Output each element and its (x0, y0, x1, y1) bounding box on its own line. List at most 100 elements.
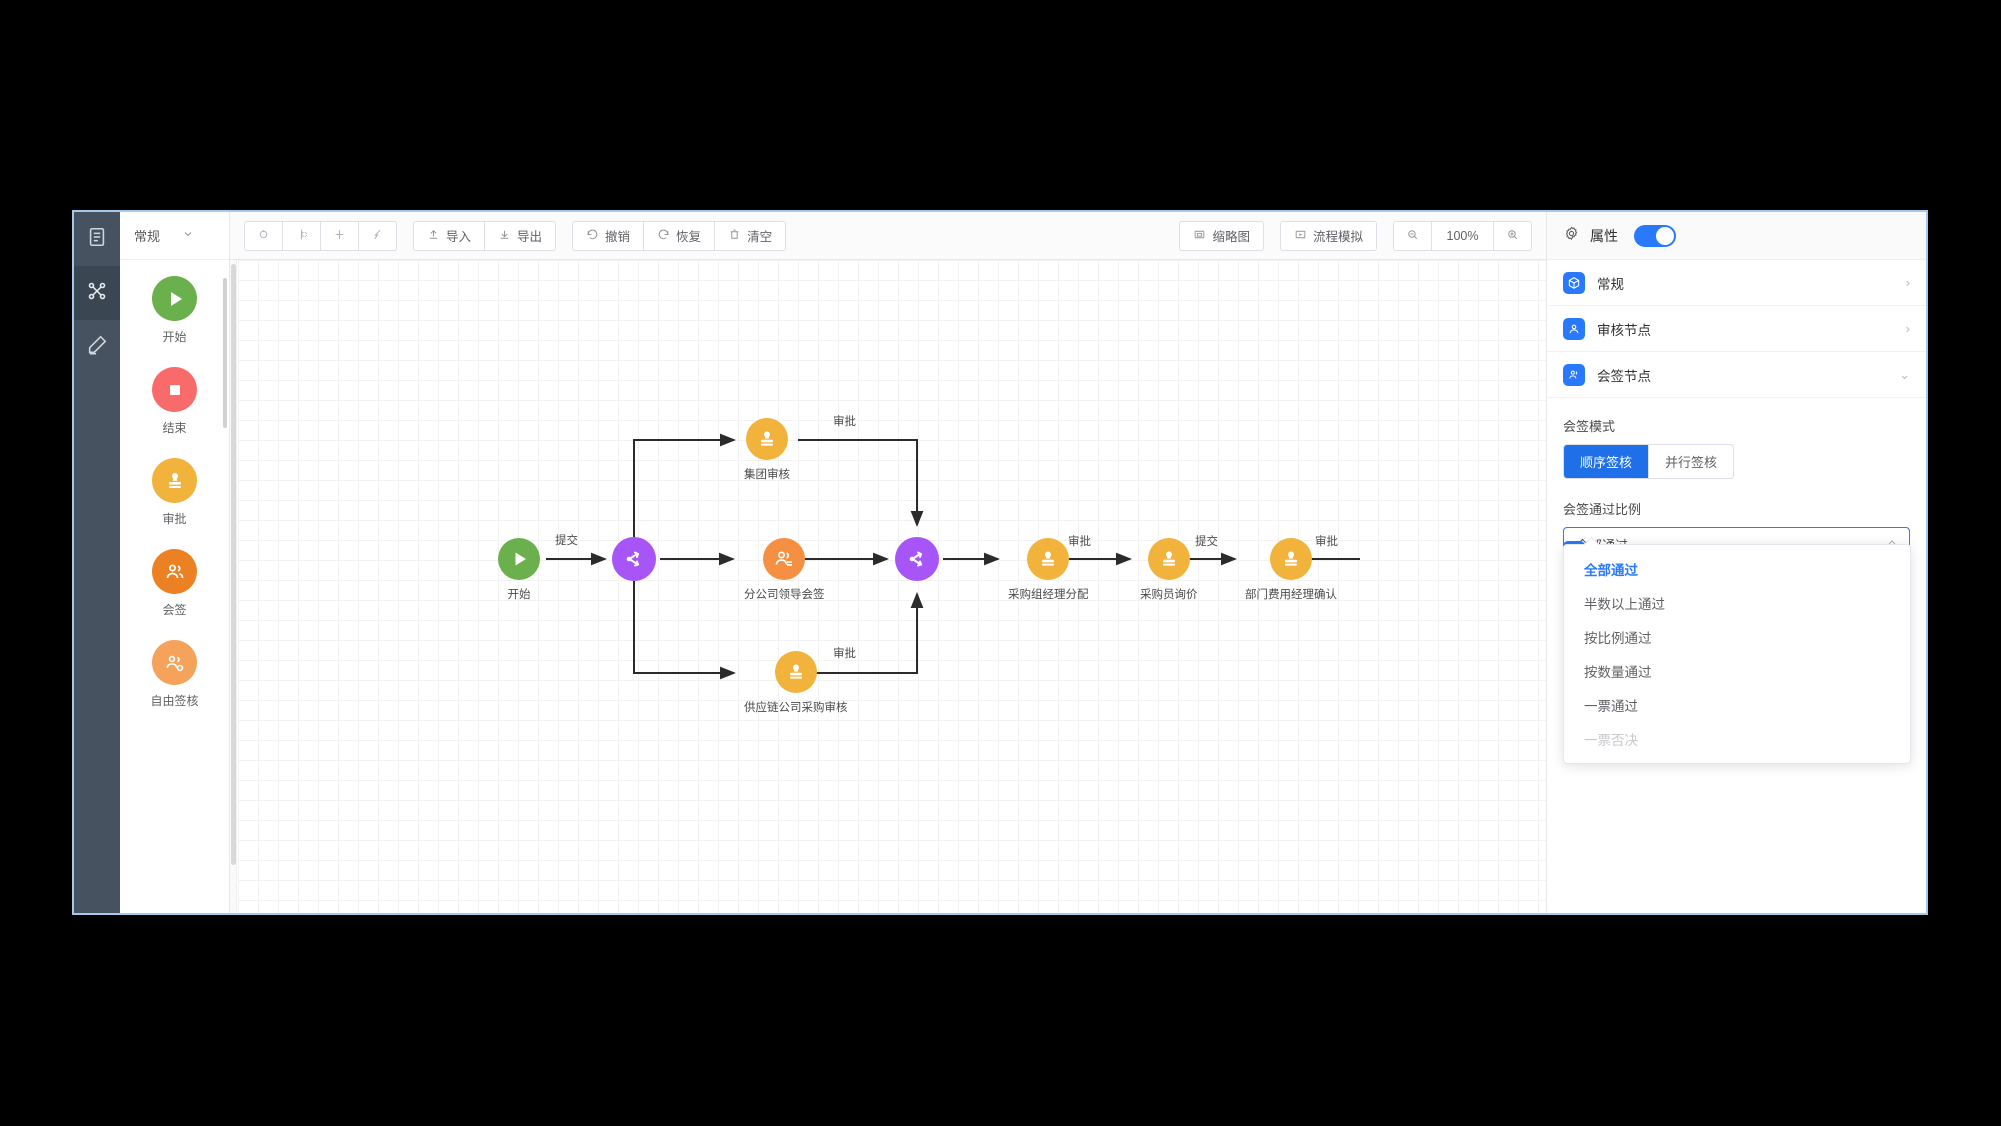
mode-parallel-button[interactable]: 并行签核 (1649, 445, 1734, 478)
edge-label: 审批 (833, 648, 856, 660)
ratio-option-count[interactable]: 按数量通过 (1584, 665, 1652, 680)
palette-scrollbar[interactable] (223, 278, 227, 428)
center-icon (333, 228, 346, 244)
toolbar-group-thumbnail: 缩略图 (1179, 220, 1264, 251)
undo-button[interactable]: 撤销 (573, 221, 645, 250)
import-button[interactable]: 导入 (414, 221, 486, 250)
rail-item-flow[interactable] (74, 266, 120, 320)
flow-node-dept-expense-manager[interactable]: 部门费用经理确认 (1245, 538, 1337, 602)
auto-layout-button[interactable] (359, 221, 396, 250)
properties-row-label: 审核节点 (1597, 322, 1651, 338)
edge-label: 审批 (1068, 536, 1091, 548)
palette-item-label: 开始 (162, 330, 187, 344)
flow-canvas[interactable]: 开始 (230, 260, 1546, 913)
palette-item-countersign[interactable]: 会签 (120, 549, 229, 618)
center-tool-button[interactable] (321, 221, 359, 250)
toolbar: 导入 导出 撤销 (230, 212, 1546, 260)
edge-label: 提交 (1195, 536, 1218, 548)
flow-node-group-review[interactable]: 集团审核 (744, 418, 790, 482)
pen-icon (86, 334, 108, 361)
clear-label: 清空 (747, 230, 773, 244)
palette-item-start[interactable]: 开始 (120, 276, 229, 345)
properties-row-review-node[interactable]: 审核节点 › (1547, 306, 1926, 352)
palette-item-label: 会签 (162, 603, 187, 617)
stamp-icon (774, 651, 817, 693)
chevron-right-icon: › (1905, 321, 1910, 336)
ratio-option-all[interactable]: 全部通过 (1584, 563, 1638, 578)
trash-icon (728, 228, 741, 244)
edge-label: 审批 (1315, 536, 1338, 548)
palette-group-toggle[interactable]: 常规 (120, 212, 229, 260)
rail-item-pen[interactable] (74, 320, 120, 374)
properties-row-label: 常规 (1597, 276, 1624, 292)
ratio-option-percentage[interactable]: 按比例通过 (1584, 631, 1652, 646)
mode-sequential-button[interactable]: 顺序签核 (1564, 445, 1650, 478)
gear-icon (1563, 225, 1580, 247)
canvas-vertical-scrollbar[interactable] (230, 260, 237, 913)
editor-center: 导入 导出 撤销 (230, 212, 1546, 913)
zoom-in-button[interactable] (1494, 221, 1531, 250)
thumbnail-icon (1193, 228, 1206, 244)
stamp-icon (746, 418, 788, 460)
flow-node-label: 部门费用经理确认 (1245, 589, 1337, 601)
rail-item-document[interactable] (74, 212, 120, 266)
stamp-icon (1270, 538, 1312, 580)
toolbar-group-history: 撤销 恢复 清空 (572, 220, 787, 251)
flow-node-gateway-1[interactable] (612, 537, 656, 581)
import-icon (427, 228, 440, 244)
chevron-down-icon: ⌄ (1899, 366, 1910, 382)
flow-node-label: 采购组经理分配 (1008, 589, 1089, 601)
toolbar-group-io: 导入 导出 (413, 220, 557, 251)
flow-node-purchase-manager[interactable]: 采购组经理分配 (1008, 538, 1089, 602)
flow-node-branch-countersign[interactable]: 分公司领导会签 (734, 528, 825, 602)
palette-item-free-sign[interactable]: 自由签核 (120, 640, 229, 709)
palette-item-label: 结束 (162, 421, 187, 435)
clear-button[interactable]: 清空 (715, 221, 786, 250)
undo-icon (586, 228, 599, 244)
zoom-in-icon (1506, 228, 1519, 244)
flow-node-label: 供应链公司采购审核 (744, 702, 848, 714)
palette-item-label: 审批 (162, 512, 187, 526)
flow-node-buyer-inquiry[interactable]: 采购员询价 (1140, 538, 1198, 602)
flow-node-label: 集团审核 (744, 469, 790, 481)
palette-item-end[interactable]: 结束 (120, 367, 229, 436)
align-icon (295, 228, 308, 244)
flow-node-supply-review[interactable]: 供应链公司采购审核 (744, 651, 848, 715)
simulate-button[interactable]: 流程模拟 (1280, 221, 1376, 250)
group-icon (763, 538, 806, 580)
align-tool-button[interactable] (283, 221, 321, 250)
ratio-option-majority[interactable]: 半数以上通过 (1584, 597, 1665, 612)
zoom-out-button[interactable] (1394, 221, 1432, 250)
simulate-icon (1294, 228, 1307, 244)
flow-node-gateway-2[interactable] (895, 537, 939, 581)
thumbnail-button[interactable]: 缩略图 (1180, 221, 1263, 250)
stamp-icon (1147, 538, 1190, 580)
countersign-mode-label: 会签模式 (1563, 419, 1616, 434)
palette-group-label: 常规 (134, 229, 161, 244)
simulate-label: 流程模拟 (1312, 230, 1363, 244)
properties-row-countersign-node[interactable]: 会签节点 ⌄ (1547, 352, 1926, 398)
icon-rail (74, 212, 120, 913)
countersign-mode-group: 顺序签核 并行签核 (1563, 444, 1735, 479)
chevron-right-icon: › (1905, 275, 1910, 290)
properties-toggle-switch[interactable] (1634, 224, 1676, 247)
properties-row-general[interactable]: 常规 › (1547, 260, 1926, 306)
lightning-icon (371, 228, 384, 244)
zoom-value[interactable]: 100% (1432, 221, 1494, 250)
export-button[interactable]: 导出 (485, 221, 556, 250)
play-icon (152, 276, 197, 321)
document-icon (86, 226, 108, 253)
redo-button[interactable]: 恢复 (644, 221, 716, 250)
toolbar-group-zoom: 100% (1393, 220, 1532, 251)
shape-tool-button[interactable] (245, 221, 283, 250)
palette-list: 开始 结束 审批 (120, 260, 229, 913)
play-icon (498, 538, 540, 580)
chevron-up-icon (1886, 537, 1898, 552)
palette-item-approve[interactable]: 审批 (120, 458, 229, 527)
ratio-option-single-pass[interactable]: 一票通过 (1584, 699, 1638, 714)
canvas-grid (238, 260, 1546, 913)
properties-panel: 属性 常规 › 审核节点 › (1546, 212, 1926, 913)
flow-node-start[interactable]: 开始 (498, 538, 540, 602)
import-label: 导入 (446, 230, 472, 244)
ratio-dropdown[interactable]: 全部通过 半数以上通过 按比例通过 按数量通过 一票通过 一票否决 (1563, 544, 1911, 764)
